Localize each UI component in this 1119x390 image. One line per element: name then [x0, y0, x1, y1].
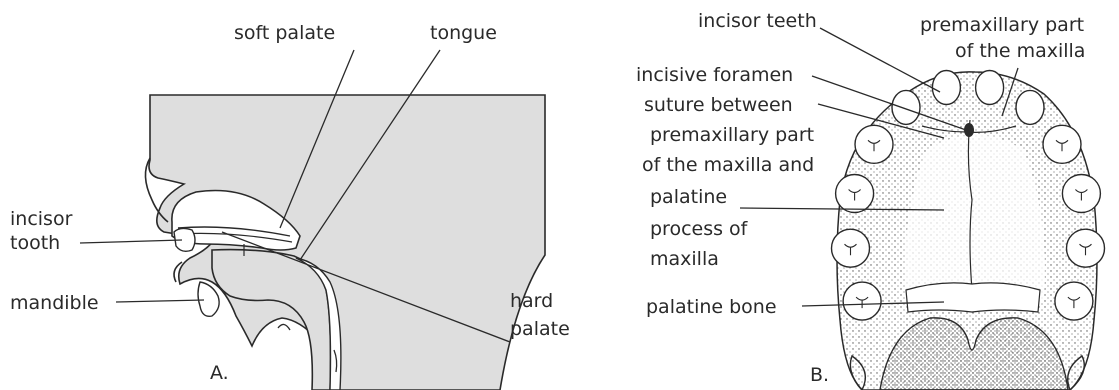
label-incisive-foramen: incisive foramen: [636, 64, 793, 87]
label-tongue: tongue: [430, 22, 497, 45]
label-incisor-teeth: incisor teeth: [698, 10, 817, 33]
leader-incisor-tooth: [80, 240, 182, 243]
label-hard-palate-line1: hard: [510, 290, 553, 313]
panel-label-b: B.: [810, 364, 829, 387]
mandible-bone: [198, 282, 219, 316]
tooth: [932, 71, 960, 105]
label-incisor-tooth-line2: tooth: [10, 232, 60, 255]
label-suture-line1: suture between: [644, 94, 793, 117]
leader-incisor-teeth: [820, 28, 940, 92]
label-soft-palate: soft palate: [234, 22, 335, 45]
label-suture-line3: of the maxilla and: [642, 154, 814, 177]
tooth: [976, 71, 1004, 105]
tooth: [1016, 90, 1044, 124]
label-palatine-process-line2: process of: [650, 218, 747, 241]
label-suture-line2: premaxillary part: [650, 124, 814, 147]
label-mandible: mandible: [10, 292, 99, 315]
label-premaxillary-line1: premaxillary part: [920, 14, 1084, 37]
panel-a-drawing: [80, 50, 545, 390]
label-incisor-tooth-line1: incisor: [10, 208, 72, 231]
panel-b-drawing: [740, 28, 1105, 390]
palatine-bone-shape: [906, 283, 1040, 312]
label-palatine-process-line1: palatine: [650, 186, 727, 209]
label-hard-palate-line2: palate: [510, 318, 570, 341]
label-palatine-process-line3: maxilla: [650, 248, 719, 271]
label-palatine-bone: palatine bone: [646, 296, 777, 319]
panel-label-a: A.: [210, 362, 229, 385]
leader-mandible: [116, 300, 204, 302]
palate-center: [905, 135, 1045, 300]
tooth: [892, 90, 920, 124]
label-premaxillary-line2: of the maxilla: [955, 40, 1085, 63]
